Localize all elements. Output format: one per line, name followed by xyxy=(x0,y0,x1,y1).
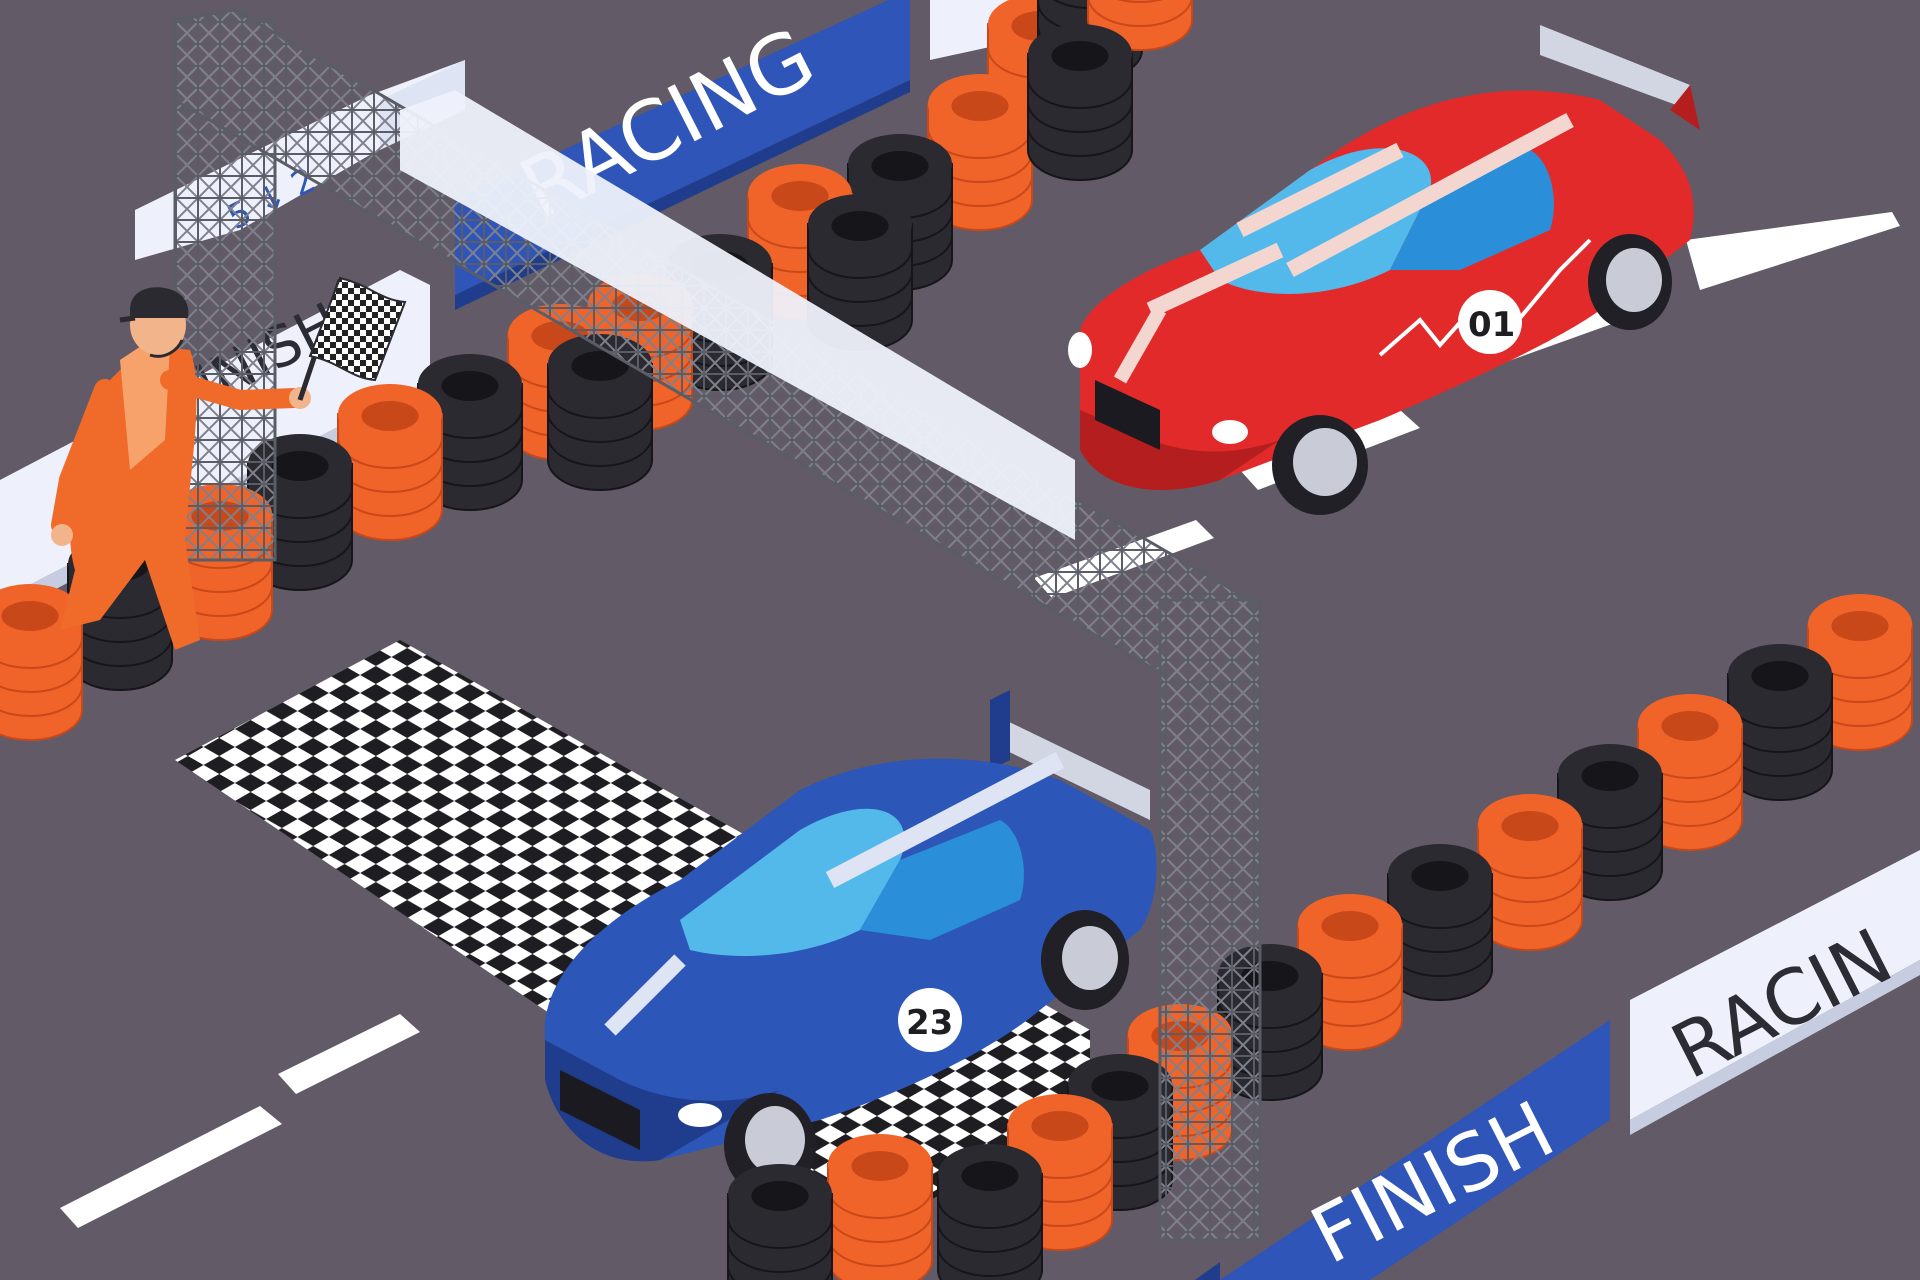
blue-car-number-badge xyxy=(898,988,962,1052)
tire-stack xyxy=(1027,24,1133,181)
red-car-wheels xyxy=(1272,234,1672,515)
tire-stack xyxy=(1807,594,1913,751)
tire-stack xyxy=(727,1164,833,1280)
race-marshal xyxy=(51,276,407,650)
red-car-number-badge xyxy=(1458,290,1522,354)
tire-stack xyxy=(1387,844,1493,1001)
blue-race-car: 23 xyxy=(544,690,1157,1197)
gantry-beam-panel xyxy=(400,90,1075,540)
tire-stack xyxy=(417,354,523,511)
tire-stack xyxy=(337,384,443,541)
tire-stack xyxy=(937,1144,1043,1280)
tire-stack xyxy=(1637,694,1743,851)
tire-stack xyxy=(827,1134,933,1280)
gantry-right-tower xyxy=(1158,598,1262,1242)
tire-stack xyxy=(1007,1094,1113,1251)
tire-stack xyxy=(1477,794,1583,951)
tire-stack xyxy=(1297,894,1403,1051)
checkered-flag-icon xyxy=(297,276,407,401)
tire-stack xyxy=(807,194,913,351)
red-car-number: 01 xyxy=(1468,305,1515,345)
tire-stack xyxy=(1067,1054,1173,1211)
blue-car-number: 23 xyxy=(906,1003,953,1043)
tire-stack xyxy=(1727,644,1833,801)
finish-gantry xyxy=(173,8,1262,1242)
tire-stack xyxy=(927,74,1033,231)
tire-stack xyxy=(1557,744,1663,901)
red-race-car: 01 xyxy=(1068,25,1700,515)
